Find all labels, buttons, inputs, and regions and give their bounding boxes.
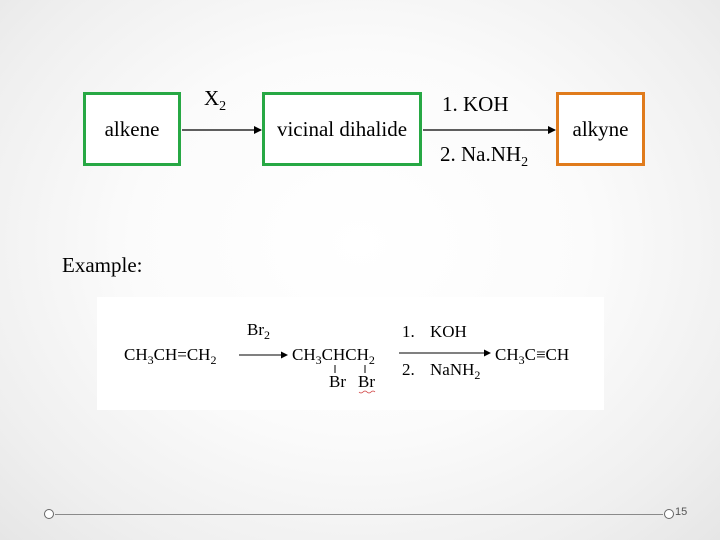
example-intermediate: CH3CHCH2 <box>292 345 375 367</box>
alkyne-label: alkyne <box>572 116 629 141</box>
substituent-br-2: Br <box>358 372 375 391</box>
example-reaction-image: CH3CH=CH2 Br2 CH3CHCH2 Br Br 1.KOH 2.NaN… <box>97 297 604 410</box>
reagent-nanh2: 2. Na.NH2 <box>440 142 529 171</box>
spellcheck-underline <box>358 390 376 394</box>
alkyne-box: alkyne <box>556 92 645 166</box>
page-number: 15 <box>675 506 688 518</box>
example-reagent-br2: Br2 <box>247 320 270 342</box>
footer-bullet-right <box>664 509 674 519</box>
alkene-box: alkene <box>83 92 181 166</box>
vicinal-dihalide-box: vicinal dihalide <box>262 92 422 166</box>
footer-bullet-left <box>44 509 54 519</box>
substituent-br-1: Br <box>329 372 346 391</box>
vicinal-dihalide-label: vicinal dihalide <box>276 116 408 141</box>
example-label: Example: <box>62 253 143 277</box>
example-reagent-koh: 1.KOH <box>402 322 467 341</box>
example-product: CH3C≡CH <box>495 345 569 367</box>
alkene-label: alkene <box>104 116 160 141</box>
reagent-x2: X2 <box>204 86 227 115</box>
reagent-koh: 1. KOH <box>442 92 509 116</box>
example-reactant: CH3CH=CH2 <box>124 345 216 367</box>
example-reagent-nanh2: 2.NaNH2 <box>402 360 480 382</box>
footer-line <box>55 514 663 515</box>
